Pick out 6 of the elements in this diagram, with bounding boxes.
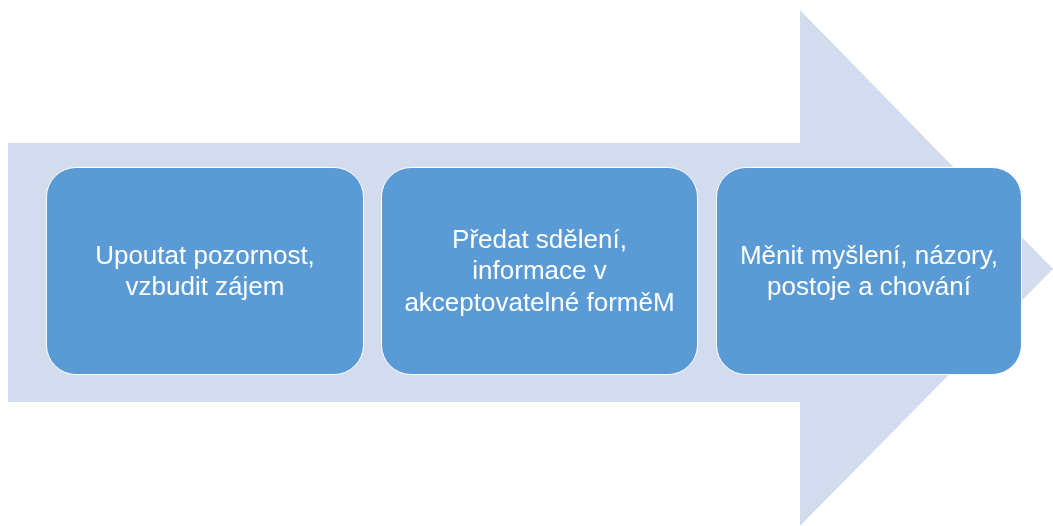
box-text: Měnit myšlení, názory, postoje a chování — [738, 239, 1000, 303]
process-box — [716, 167, 1022, 375]
process-box — [381, 167, 698, 375]
box-text: Předat sdělení, informace v akceptovatelné forměM — [403, 224, 676, 318]
box-text: Upoutat pozornost, vzbudit zájem — [94, 239, 316, 303]
process-box — [46, 167, 364, 375]
